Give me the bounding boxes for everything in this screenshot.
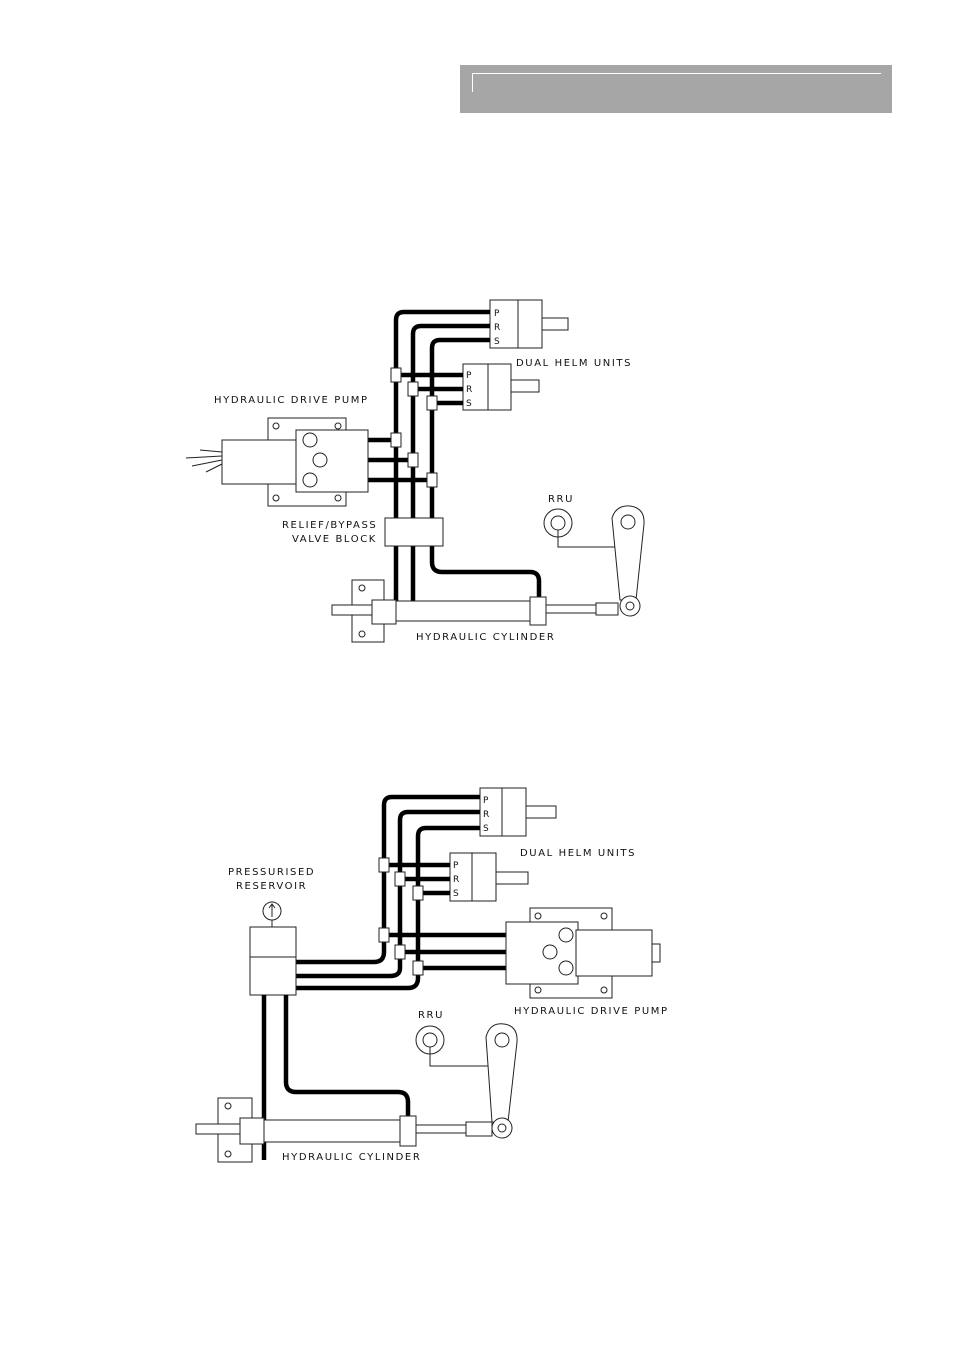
port-p-label: P — [466, 371, 472, 381]
port-s-label: S — [453, 889, 459, 899]
reservoir-label-1: PRESSURISED — [228, 867, 315, 878]
port-s-label: S — [466, 399, 472, 409]
tee-fitting — [391, 433, 401, 447]
port-s-label: S — [494, 337, 500, 347]
tee-fitting — [408, 382, 418, 396]
tiller-arm — [486, 1024, 517, 1138]
helm-unit-1: P R S — [490, 300, 568, 348]
drive-pump-label: HYDRAULIC DRIVE PUMP — [214, 395, 369, 406]
port-s-label: S — [483, 824, 489, 834]
valve-block-label-1: RELIEF/BYPASS — [282, 520, 377, 531]
helm-units-label: DUAL HELM UNITS — [516, 358, 632, 369]
valve-block-label-2: VALVE BLOCK — [292, 534, 377, 545]
tee-fitting — [395, 872, 405, 886]
helm-unit-2: P R S — [450, 853, 528, 901]
port-r-label: R — [453, 875, 459, 885]
tee-fitting — [379, 928, 389, 942]
diagram-1: P R S P R S DUAL HELM UNITS — [186, 300, 644, 643]
port-p-label: P — [483, 796, 489, 806]
hydraulic-drive-pump: HYDRAULIC DRIVE PUMP — [186, 395, 369, 506]
tee-fitting — [413, 961, 423, 975]
tee-fitting — [408, 453, 418, 467]
tee-fitting — [427, 396, 437, 410]
tee-fitting — [391, 368, 401, 382]
tee-fitting — [379, 858, 389, 872]
tee-fitting — [427, 473, 437, 487]
diagram-2: P R S P R S DUAL HELM UNITS — [196, 788, 669, 1163]
cylinder-label: HYDRAULIC CYLINDER — [282, 1152, 421, 1163]
reservoir-label-2: RESERVOIR — [236, 881, 307, 892]
hydraulic-cylinder: HYDRAULIC CYLINDER — [196, 1098, 492, 1163]
helm-unit-2: P R S — [463, 364, 539, 410]
port-p-label: P — [453, 861, 459, 871]
helm-units-label: DUAL HELM UNITS — [520, 848, 636, 859]
relief-bypass-valve-block: RELIEF/BYPASS VALVE BLOCK — [282, 518, 443, 546]
rru-label: RRU — [418, 1010, 444, 1021]
drive-pump-label: HYDRAULIC DRIVE PUMP — [514, 1006, 669, 1017]
tee-fitting — [413, 886, 423, 900]
tee-fitting — [395, 945, 405, 959]
helm-unit-1: P R S — [480, 788, 556, 836]
port-r-label: R — [483, 810, 489, 820]
tiller-arm — [612, 506, 644, 616]
cylinder-label: HYDRAULIC CYLINDER — [416, 632, 555, 643]
hydraulic-cylinder: HYDRAULIC CYLINDER — [332, 580, 618, 643]
hose — [286, 995, 408, 1120]
hydraulic-drive-pump: HYDRAULIC DRIVE PUMP — [506, 908, 669, 1017]
rru-label: RRU — [548, 494, 574, 505]
port-r-label: R — [466, 385, 472, 395]
port-r-label: R — [494, 323, 500, 333]
port-p-label: P — [494, 309, 500, 319]
